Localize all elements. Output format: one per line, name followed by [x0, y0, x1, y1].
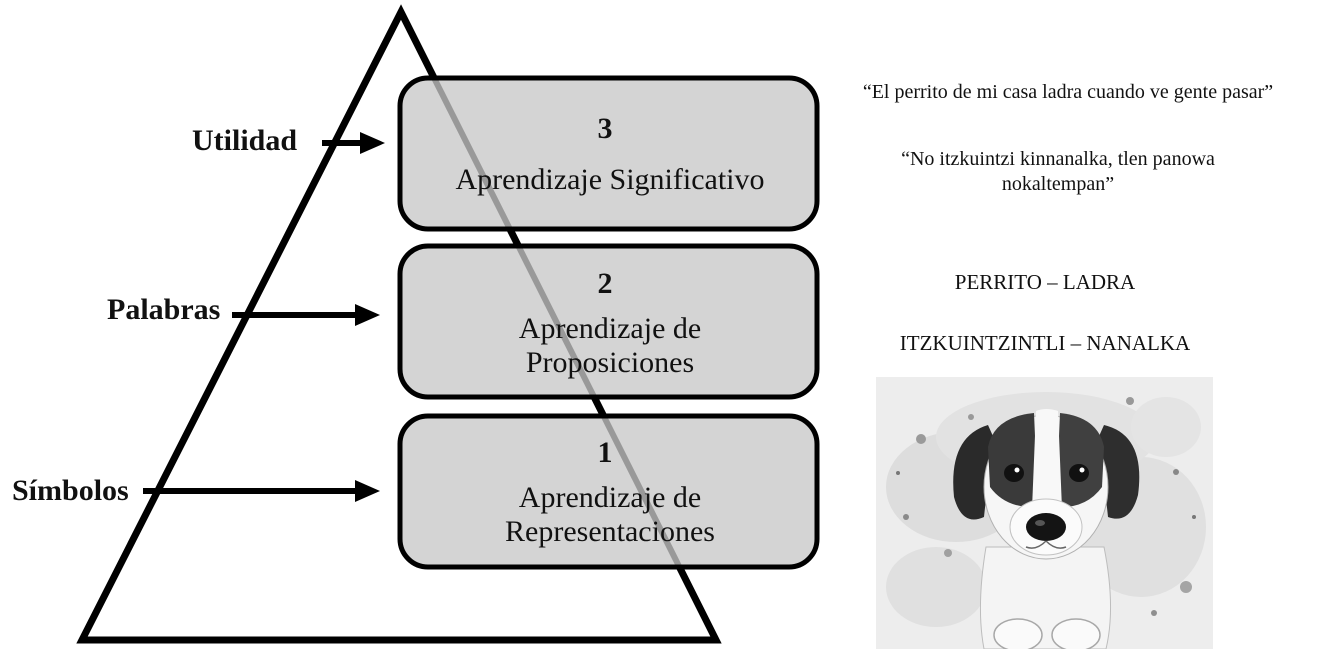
level-2-box	[397, 243, 820, 400]
arrow-simbolos	[143, 480, 380, 502]
level-2-number: 2	[598, 267, 613, 300]
level-1-title-line1: Aprendizaje de	[519, 481, 701, 514]
level-3-box	[397, 75, 820, 232]
arrow-palabras	[232, 304, 380, 326]
pyramid-edge-through-boxes	[398, 10, 719, 642]
level-2-title-line1: Aprendizaje de	[519, 312, 701, 345]
quote-spanish: “El perrito de mi casa ladra cuando ve g…	[862, 81, 1274, 103]
quote-nahuatl: “No itzkuintzi kinnanalka, tlen panowa n…	[901, 148, 1215, 195]
level-1-number: 1	[598, 436, 613, 469]
word-pair-nahuatl: ITZKUINTZINTLI – NANALKA	[899, 331, 1191, 355]
arrow-utilidad	[322, 132, 385, 154]
level-1-box	[397, 413, 820, 570]
level-3-title: Aprendizaje Significativo	[455, 163, 764, 196]
level-1-title-line2: Representaciones	[505, 515, 715, 548]
word-pair-spanish: PERRITO – LADRA	[954, 270, 1136, 294]
level-2-title-line2: Proposiciones	[526, 346, 694, 379]
level-3-number: 3	[598, 112, 613, 145]
label-simbolos: Símbolos	[12, 474, 129, 507]
label-palabras: Palabras	[107, 293, 220, 326]
label-utilidad: Utilidad	[192, 124, 297, 157]
puppy-illustration	[876, 377, 1213, 649]
